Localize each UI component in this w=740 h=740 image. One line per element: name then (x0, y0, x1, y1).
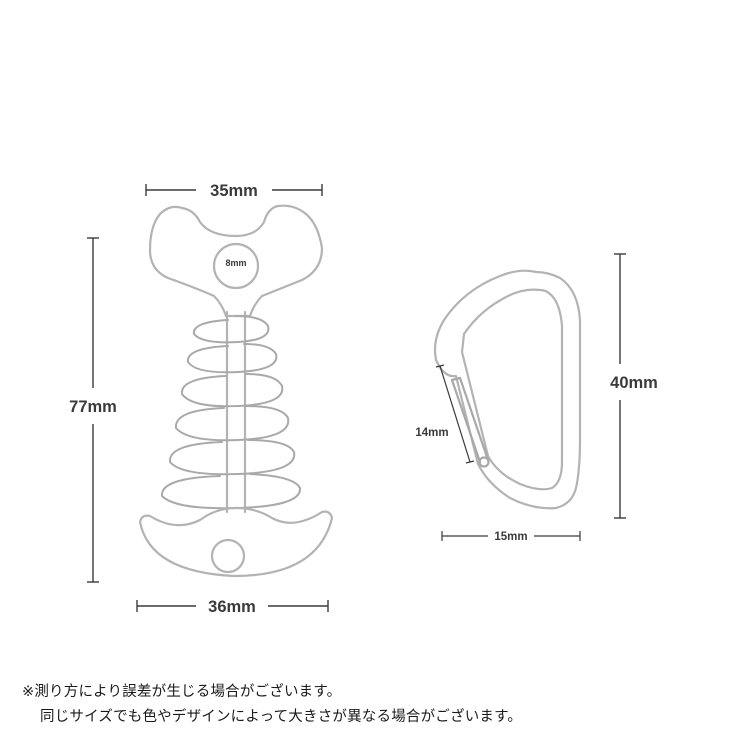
dimension-gate (435, 364, 475, 464)
stake-head (148, 204, 324, 318)
hole-diameter-label: 8mm (225, 258, 246, 268)
dimension-height-label: 77mm (69, 398, 117, 416)
dimension-width-top-label: 35mm (210, 182, 258, 200)
dimension-width-bottom-label: 36mm (208, 598, 256, 616)
dimension-carabiner-width-label: 15mm (494, 531, 527, 543)
carabiner (433, 269, 582, 510)
stake-base (138, 506, 334, 578)
dimension-height (87, 237, 99, 583)
stake-base-hole (210, 538, 246, 574)
fishbone-stake (138, 204, 334, 578)
carabiner-outer (433, 269, 582, 510)
carabiner-inner (460, 288, 564, 491)
carabiner-gate (450, 376, 490, 468)
stake-spring (160, 315, 301, 510)
dimension-gate-label: 14mm (415, 427, 448, 439)
dimension-width-bottom (136, 600, 329, 612)
variation-note: 同じサイズでも色やデザインによって大きさが異なる場合がございます。 (40, 709, 523, 725)
measurement-note: ※測り方により誤差が生じる場合がございます。 (22, 684, 342, 700)
dimension-carabiner-height-label: 40mm (610, 374, 658, 392)
dimension-carabiner-height (614, 253, 626, 519)
dimension-carabiner-width (441, 531, 581, 541)
dimension-width-top (145, 184, 323, 196)
stake-hole (212, 242, 260, 290)
